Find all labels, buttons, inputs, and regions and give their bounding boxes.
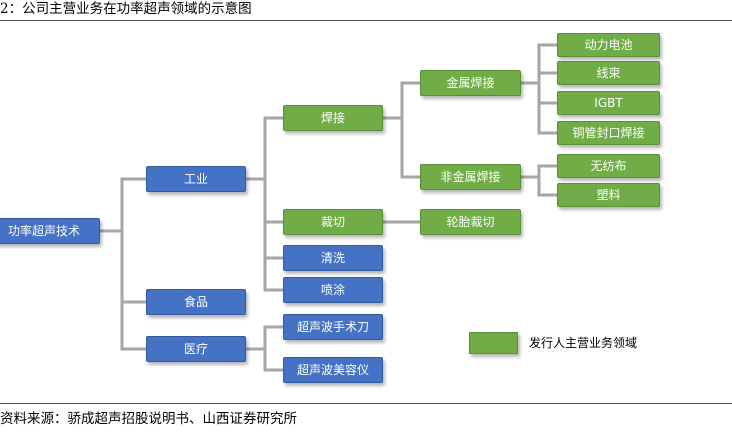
legend-swatch: [469, 332, 518, 354]
node-industry: 工业: [146, 166, 246, 192]
node-wire-harness: 线束: [557, 61, 660, 85]
node-nonwoven-fabric: 无纺布: [557, 154, 660, 178]
node-power-battery: 动力电池: [557, 33, 660, 57]
node-plastic: 塑料: [557, 183, 660, 207]
node-ultrasonic-beauty-device: 超声波美容仪: [283, 357, 383, 383]
node-ultrasonic-scalpel: 超声波手术刀: [283, 314, 383, 340]
bottom-rule: [0, 403, 732, 404]
node-welding: 焊接: [283, 105, 383, 131]
legend-label: 发行人主营业务领域: [529, 336, 638, 350]
node-tire-cutting: 轮胎裁切: [420, 209, 521, 235]
node-copper-tube-sealing: 铜管封口焊接: [557, 121, 660, 145]
figure-caption: 2：公司主营业务在功率超声领域的示意图: [0, 1, 252, 17]
node-power-ultrasonic-technology: 功率超声技术: [0, 218, 100, 244]
node-cleaning: 清洗: [283, 245, 383, 271]
top-rule: [0, 20, 732, 21]
source-note: 资料来源：骄成超声招股说明书、山西证券研究所: [0, 411, 297, 427]
node-nonmetal-welding: 非金属焊接: [420, 164, 521, 190]
node-food: 食品: [146, 289, 246, 315]
node-metal-welding: 金属焊接: [420, 70, 521, 96]
node-spraying: 喷涂: [283, 277, 383, 303]
node-medical: 医疗: [146, 336, 246, 362]
node-cutting: 裁切: [283, 209, 383, 235]
node-igbt: IGBT: [557, 91, 660, 115]
